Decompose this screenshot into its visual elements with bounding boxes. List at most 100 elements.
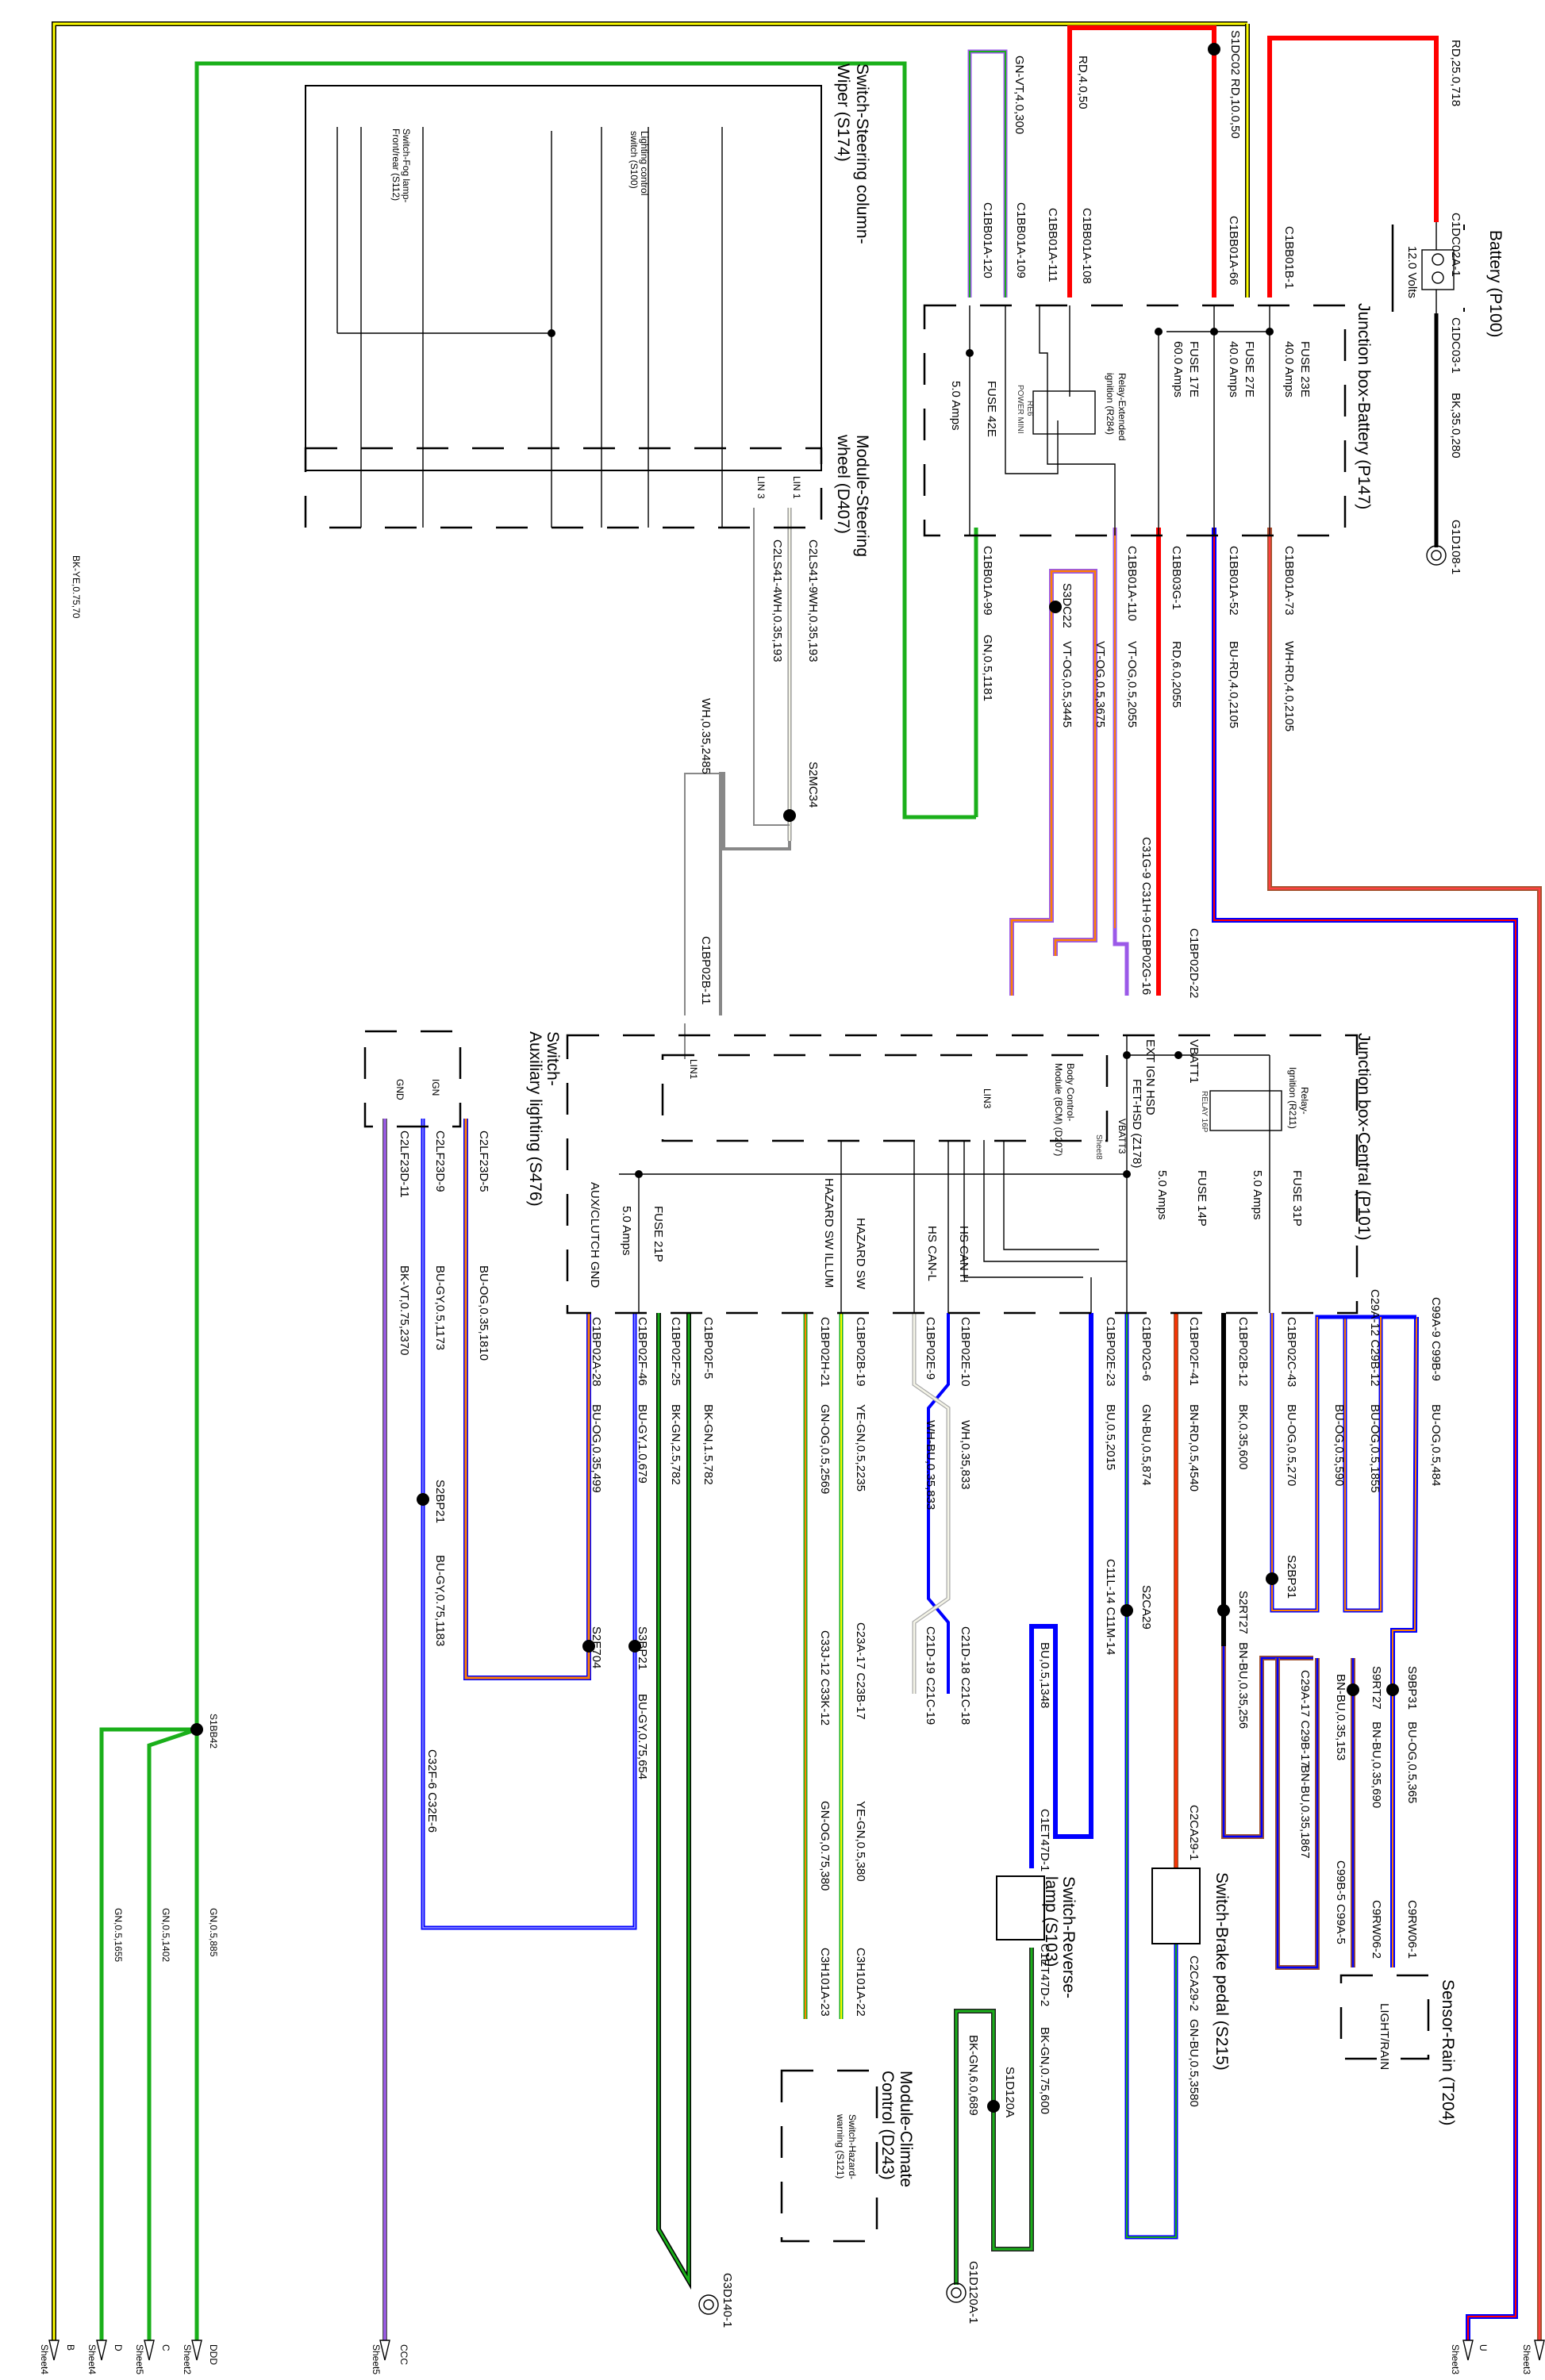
wire-bk-ye[interactable]: [52, 21, 1250, 2340]
fuse-rating: 60.0 Amps: [1171, 341, 1185, 397]
steering-switch-box: [305, 85, 822, 471]
battery[interactable]: [1391, 222, 1465, 313]
battery-voltage: 12.0 Volts: [1405, 246, 1419, 298]
wire-label: VT-OG,0.5,2055: [1125, 641, 1139, 727]
wire-label: BK,35.0,280: [1449, 393, 1462, 459]
wire-label: BU-OG,0.5,270: [1285, 1404, 1298, 1486]
connector-label: C2LF23D-9: [433, 1130, 447, 1192]
pin-label: AUX/CLUTCH GND: [588, 1182, 601, 1288]
fuse-label: FUSE 27E: [1243, 341, 1256, 397]
fuse-label: FUSE 31P: [1290, 1170, 1304, 1226]
offsheet-sheet: Sheet4: [86, 2344, 98, 2374]
wire-label: BU-OG,0.35,499: [590, 1404, 603, 1493]
wire-label: BU-OG,0.5,484: [1429, 1404, 1443, 1486]
connector-label: C9RW06-2: [1370, 1900, 1383, 1959]
wire-gn-1655[interactable]: [99, 1727, 197, 2340]
connector-label: C3H101A-23: [818, 1948, 832, 2017]
wire-label: BK-YE,0.75,70: [71, 555, 82, 619]
relay-r211-label: Ignition (R211): [1287, 1067, 1298, 1129]
connector-label: C31G-9 C31H-9: [1140, 837, 1153, 923]
wire-label: BK-GN,0.75,600: [1038, 2027, 1051, 2114]
aux-switch-title: Switch-: [544, 1031, 562, 1086]
connector-label: C1BB01A-111: [1046, 208, 1059, 282]
wire-wh-rd[interactable]: [1267, 528, 1542, 2340]
wire-label: BU-OG,0.5,365: [1405, 1722, 1419, 1803]
ground-label: G3D140-1: [721, 2273, 734, 2328]
wire-label: WH,0.35,2485: [699, 698, 713, 774]
wire-bu-2015[interactable]: [1029, 1313, 1093, 1868]
wire-label: BU-OG,0.5,590: [1332, 1404, 1346, 1486]
wire-label: VT-OG,0.5,3445: [1060, 641, 1074, 727]
reverse-switch-title: Switch-Reverse-: [1059, 1876, 1078, 1998]
relay-r284-label: Relay-Extended: [1116, 373, 1128, 440]
splice-label: S2RT27: [1236, 1591, 1250, 1634]
offsheet-sheet: Sheet5: [371, 2344, 382, 2374]
wire-label: GN-VT,4.0,300: [1013, 56, 1026, 134]
connector-label: C1BP02E-10: [959, 1317, 972, 1387]
wire-can-h[interactable]: [927, 1313, 950, 1694]
fuse-rating: 5.0 Amps: [1155, 1170, 1169, 1220]
relay-type: RELAY 16P: [1200, 1091, 1209, 1133]
splice-label: S2CA29: [1140, 1585, 1153, 1630]
connector-label: C99A-9 C99B-9: [1429, 1297, 1443, 1381]
offsheet-sheet: Sheet5: [134, 2344, 145, 2374]
offsheet-sheet: Sheet2: [182, 2344, 193, 2374]
connector-label: C29A-12 C29B-12: [1368, 1289, 1382, 1387]
connector-label: C1BP02B-11: [699, 936, 713, 1004]
fet-label: VBATT3: [1116, 1119, 1128, 1154]
pin-label: GND: [394, 1079, 405, 1100]
wire-label: BU-OG,0.5,1855: [1368, 1404, 1382, 1493]
jb-battery-title: Junction box-Battery (P147): [1355, 303, 1373, 509]
jb-battery-internals: [966, 305, 1274, 536]
connector-label: C21D-18 C21C-18: [959, 1626, 972, 1725]
wires: [52, 21, 1542, 2340]
hazard-switch-label: Switch-Hazard-: [847, 2114, 858, 2179]
connector-label: C1BB01A-52: [1227, 546, 1240, 616]
jb-battery-box: [923, 304, 1347, 537]
wire-label: RD,6.0,2055: [1170, 641, 1183, 708]
pin-label: HS CAN H: [957, 1226, 970, 1283]
connector-label: C1BP02G-16: [1140, 924, 1153, 995]
climate-module-box: [780, 2069, 878, 2243]
wire-bu-og-484[interactable]: [1390, 1316, 1419, 1967]
pin-label: VBATT1: [1187, 1039, 1201, 1084]
steering-internals: [336, 127, 723, 528]
wire-rd-4[interactable]: [1067, 25, 1216, 298]
connector-label: C33J-12 C33K-12: [818, 1630, 832, 1726]
wire-rd-25[interactable]: [1267, 36, 1439, 298]
connector-label: C23A-17 C23B-17: [854, 1622, 867, 1720]
wire-label: GN,0.5,1402: [160, 1908, 171, 1962]
battery-title: Battery (P100): [1486, 230, 1505, 337]
connector-label: C1BP02C-43: [1285, 1317, 1298, 1387]
brake-switch-title: Switch-Brake pedal (S215): [1213, 1872, 1231, 2071]
offsheet-sheet: Sheet4: [39, 2344, 50, 2374]
connector-label: C1BP02F-5: [701, 1317, 715, 1379]
wire-wh-2485[interactable]: [719, 772, 791, 1015]
wire-label: YE-GN,0.5,2235: [854, 1404, 867, 1491]
ground-g1d108: [1426, 545, 1447, 566]
steering-module-title: Module-Steering: [853, 435, 871, 557]
wire-label: GN-OG,0.5,2569: [818, 1404, 832, 1494]
aux-switch-title: Auxiliary lighting (S476): [526, 1031, 544, 1207]
connector-label: C2LS41-9: [806, 539, 820, 593]
wire-bu-gy[interactable]: [421, 1119, 637, 1930]
connector-label: C1DC03-1: [1449, 317, 1462, 374]
brake-switch-box[interactable]: [1151, 1868, 1201, 1944]
wire-vt-og-3445[interactable]: [1009, 569, 1097, 996]
wire-bu-rd[interactable]: [1212, 528, 1518, 2340]
connector-label: C9RW06-1: [1405, 1900, 1419, 1959]
wire-gn-1402[interactable]: [147, 1727, 198, 2340]
offsheet-label: D: [113, 2344, 124, 2351]
fuse-label: FUSE 17E: [1187, 341, 1201, 397]
wire-label: GN-BU,0.5,874: [1140, 1404, 1153, 1486]
reverse-switch-box[interactable]: [996, 1875, 1045, 1940]
pin-label: HAZARD SW ILLUM: [822, 1178, 836, 1288]
offsheet-label: B: [65, 2344, 76, 2351]
wire-label: BU-RD,4.0,2105: [1227, 641, 1240, 728]
steering-module-box: [304, 447, 823, 529]
fet-label: FET-HSD (Z178): [1130, 1079, 1143, 1169]
connector-label: C1BP02E-9: [924, 1317, 937, 1380]
wire-gn[interactable]: [194, 61, 976, 1769]
fuse-rating: 5.0 Amps: [620, 1206, 633, 1256]
wire-label: GN,0.5,1655: [113, 1908, 124, 1962]
